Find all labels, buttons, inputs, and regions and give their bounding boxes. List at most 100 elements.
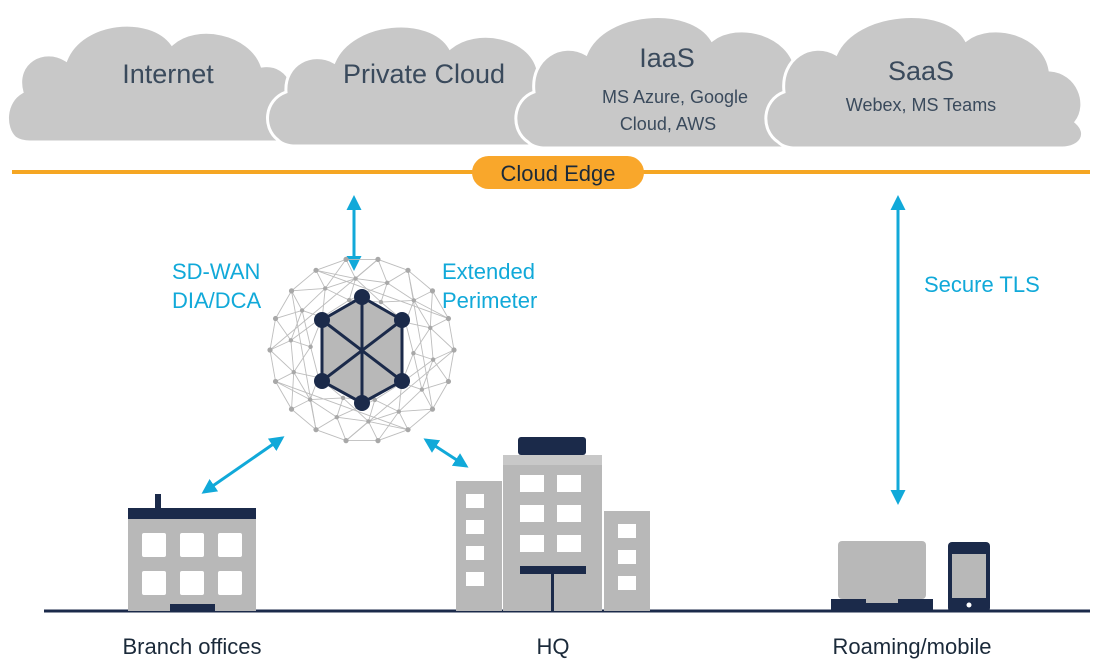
mesh-edge xyxy=(398,408,433,413)
cloud-saas-title: SaaS xyxy=(888,56,954,86)
mesh-node xyxy=(366,419,371,424)
mesh-edge xyxy=(432,290,449,319)
mesh-node xyxy=(419,387,425,392)
mesh-edge xyxy=(377,259,388,283)
mesh-node xyxy=(411,298,417,303)
mesh-edge xyxy=(429,327,434,360)
mesh-node xyxy=(430,357,436,362)
mesh-edge xyxy=(315,258,347,271)
mesh-edge xyxy=(380,282,388,303)
cloud-saas-line1: Webex, MS Teams xyxy=(846,95,996,115)
mesh-node xyxy=(313,427,319,433)
mesh-node xyxy=(405,427,411,433)
mesh-edge xyxy=(275,310,303,319)
mesh-edge xyxy=(291,290,317,430)
mesh-node xyxy=(288,288,295,294)
mesh-node xyxy=(343,438,349,444)
mesh-edge xyxy=(275,381,409,431)
cloud-internet-title: Internet xyxy=(122,59,214,89)
mesh-node xyxy=(372,397,378,403)
mesh-edge xyxy=(345,349,455,441)
laptop-icon xyxy=(831,541,933,611)
mesh-edge xyxy=(368,421,379,441)
mesh-edge xyxy=(432,381,449,410)
mesh-edge xyxy=(269,259,379,351)
branch-building-icon xyxy=(128,494,256,611)
mesh-edge xyxy=(448,318,455,351)
mesh-node xyxy=(451,347,457,353)
mesh-node xyxy=(288,406,295,412)
mesh-edge xyxy=(291,269,317,292)
mesh-node xyxy=(288,338,294,343)
mesh-edge xyxy=(275,318,292,341)
mesh-edge xyxy=(348,278,356,301)
mesh-node xyxy=(375,438,381,444)
mesh-edge xyxy=(398,389,423,412)
mesh-edge xyxy=(315,416,338,431)
mesh-edge xyxy=(315,269,356,279)
mesh-node xyxy=(411,351,416,356)
mesh-edge xyxy=(398,411,409,430)
mesh-node xyxy=(322,286,328,291)
mesh-node xyxy=(343,256,349,262)
mesh-edge xyxy=(345,259,356,279)
mesh-edge xyxy=(407,408,433,431)
mesh-edge xyxy=(269,349,276,382)
cloud-internet: Internet xyxy=(6,23,296,144)
mesh-edge xyxy=(325,278,356,289)
cloud-saas: SaaS Webex, MS Teams xyxy=(764,15,1084,150)
mesh-edge xyxy=(386,269,409,284)
mesh-node xyxy=(308,344,313,349)
perimeter-mesh xyxy=(267,256,457,444)
mesh-edge xyxy=(413,290,433,301)
mesh-node xyxy=(375,256,381,262)
mesh-edge xyxy=(309,399,338,418)
mesh-edge xyxy=(275,381,292,410)
cloud-edge-label: Cloud Edge xyxy=(501,161,616,186)
mesh-edge xyxy=(291,290,303,311)
mesh-node xyxy=(313,267,319,273)
mesh-edge xyxy=(430,318,449,329)
mesh-edge xyxy=(407,270,433,410)
mesh-edge xyxy=(377,411,400,441)
mesh-edge xyxy=(377,258,409,271)
mesh-edge xyxy=(291,287,326,292)
mesh-edge xyxy=(421,381,449,390)
label-perimeter: Perimeter xyxy=(442,288,537,313)
cloud-iaas-line1: MS Azure, Google xyxy=(602,87,748,107)
cloud-private: Private Cloud xyxy=(266,24,569,148)
mesh-edge xyxy=(301,288,326,311)
label-sdwan: SD-WAN xyxy=(172,259,260,284)
mesh-edge xyxy=(315,270,326,289)
mesh-node xyxy=(385,280,390,286)
mesh-edge xyxy=(405,322,414,354)
mesh-edge xyxy=(429,327,455,351)
mesh-edge xyxy=(336,397,344,418)
mesh-edge xyxy=(269,318,276,351)
mesh-edge xyxy=(380,299,414,303)
mesh-node xyxy=(272,378,279,385)
mesh-edge xyxy=(448,349,455,382)
cloud-iaas: IaaS MS Azure, Google Cloud, AWS xyxy=(514,15,825,150)
mesh-node xyxy=(340,395,346,401)
mesh-edge xyxy=(293,346,311,373)
mesh-edge xyxy=(310,397,344,401)
mesh-edge xyxy=(412,353,423,390)
mesh-edge xyxy=(269,349,295,373)
mesh-edge xyxy=(324,287,350,301)
mesh-node xyxy=(267,347,273,353)
site-label-branch: Branch offices xyxy=(122,634,261,659)
mesh-edge xyxy=(407,269,433,292)
label-secure-tls: Secure TLS xyxy=(924,272,1040,297)
cloud-iaas-line2: Cloud, AWS xyxy=(620,114,716,134)
mesh-node xyxy=(272,315,279,322)
mesh-edge xyxy=(368,411,399,422)
cloud-edge-pill: Cloud Edge xyxy=(472,156,644,189)
mesh-edge xyxy=(291,399,311,410)
cloud-iaas-title: IaaS xyxy=(639,43,695,73)
mesh-edge xyxy=(421,359,434,390)
mesh-edge xyxy=(386,282,415,301)
mesh-edge xyxy=(413,327,431,354)
mesh-node xyxy=(346,297,352,303)
mesh-edge xyxy=(413,300,449,319)
